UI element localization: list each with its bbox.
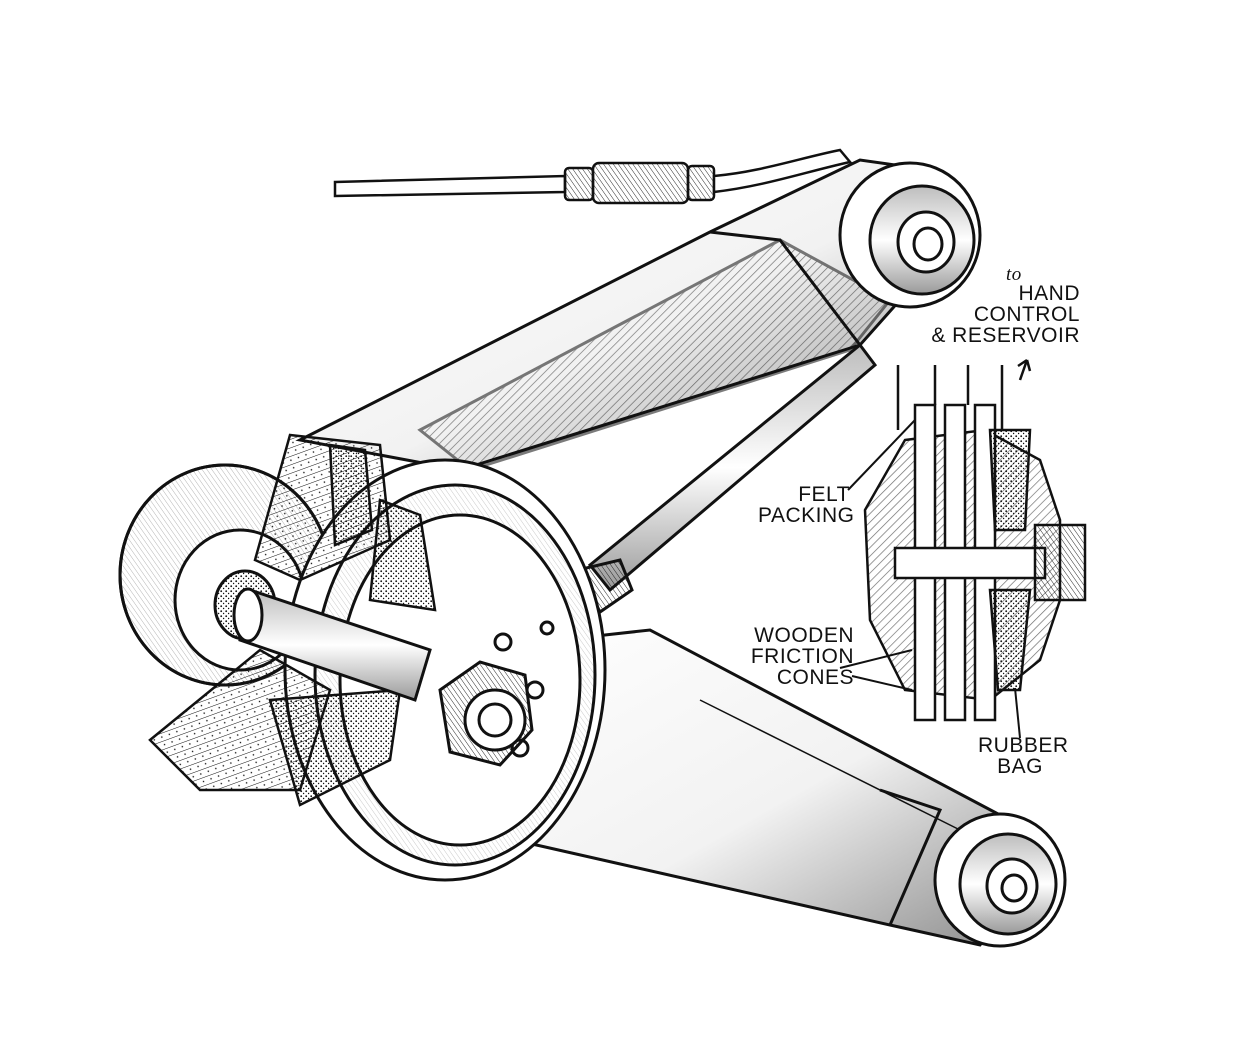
- label-wooden-line1: WOODEN: [754, 624, 854, 647]
- label-to: to: [1006, 264, 1022, 285]
- upper-arm: [295, 158, 982, 472]
- lower-arm: [467, 628, 1067, 948]
- label-rubber-line1: RUBBER: [978, 734, 1069, 757]
- friction-cones-upper: [253, 433, 437, 612]
- label-hand-line3: & RESERVOIR: [931, 324, 1080, 347]
- connecting-rod: [575, 342, 878, 615]
- label-hand-line1: HAND: [1018, 282, 1080, 305]
- label-wooden-line2: FRICTION: [750, 645, 854, 668]
- label-wooden-friction-cones: WOODEN FRICTION CONES: [748, 625, 854, 688]
- label-rubber-line2: BAG: [997, 755, 1043, 778]
- label-rubber-bag: RUBBER BAG: [978, 734, 1069, 778]
- label-felt-line1: FELT: [798, 483, 850, 506]
- friction-cones-lower: [148, 648, 402, 807]
- cross-section-diagram: [839, 358, 1087, 739]
- central-spindle: [232, 587, 432, 702]
- label-felt-line2: PACKING: [758, 504, 855, 527]
- control-rod: [333, 148, 853, 205]
- hex-nut: [438, 660, 534, 767]
- label-wooden-line3: CONES: [776, 666, 854, 689]
- label-felt-packing: FELT PACKING: [758, 483, 855, 527]
- label-hand-line2: CONTROL: [973, 303, 1080, 326]
- label-hand-control-reservoir: HAND CONTROL & RESERVOIR: [930, 283, 1080, 346]
